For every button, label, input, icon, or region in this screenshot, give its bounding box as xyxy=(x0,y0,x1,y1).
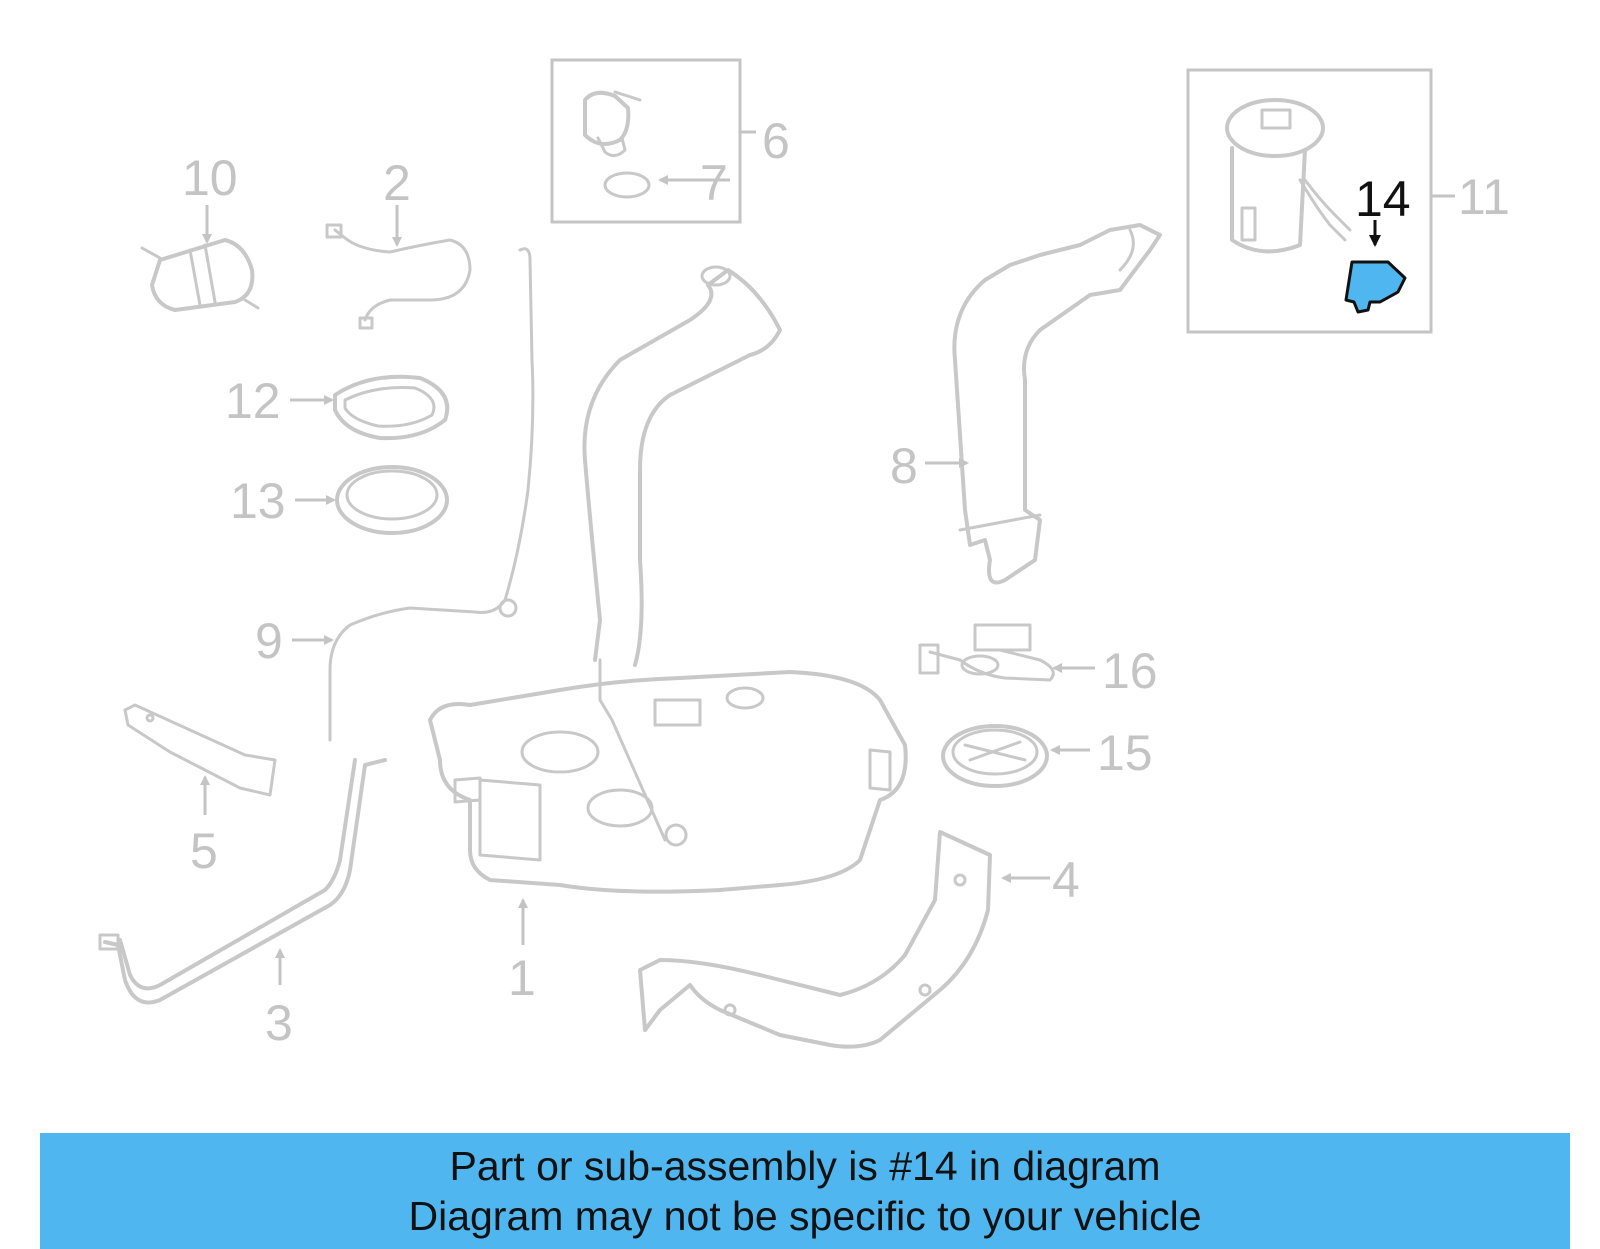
callout-4: 4 xyxy=(1052,852,1080,908)
callout-15: 15 xyxy=(1097,725,1153,781)
part-9-vent-line[interactable] xyxy=(328,247,535,742)
banner-line-2: Diagram may not be specific to your vehi… xyxy=(408,1193,1202,1239)
part-10-fuel-filter[interactable] xyxy=(140,238,260,312)
part-16-harness[interactable] xyxy=(918,623,1055,682)
leader-lines xyxy=(200,130,1455,985)
callout-12: 12 xyxy=(225,373,281,429)
callout-16: 16 xyxy=(1102,643,1158,699)
part-3-tank-strap[interactable] xyxy=(98,758,387,1005)
callout-7: 7 xyxy=(700,155,728,211)
part-4-bracket[interactable] xyxy=(638,830,992,1049)
callout-13: 13 xyxy=(230,473,286,529)
banner-line-1: Part or sub-assembly is #14 in diagram xyxy=(449,1143,1161,1189)
part-8-filler-pipe[interactable] xyxy=(952,223,1162,585)
callout-labels: 10 2 12 13 9 5 3 1 4 15 16 8 6 7 11 14 xyxy=(182,113,1510,1051)
part-6-fuel-cap[interactable] xyxy=(583,90,642,157)
callout-9: 9 xyxy=(255,613,283,669)
callout-8: 8 xyxy=(890,438,918,494)
filler-neck-tube xyxy=(582,265,782,842)
callout-6: 6 xyxy=(762,113,790,169)
part-12-lock-ring[interactable] xyxy=(333,374,450,441)
callout-2: 2 xyxy=(383,155,411,211)
callout-14: 14 xyxy=(1355,171,1411,227)
callout-5: 5 xyxy=(190,823,218,879)
part-1-fuel-tank[interactable] xyxy=(428,670,908,894)
inset-box-11 xyxy=(1186,68,1433,334)
part-15-cover[interactable] xyxy=(941,724,1049,788)
part-14-highlighted[interactable] xyxy=(1344,220,1407,314)
part-13-seal[interactable] xyxy=(335,465,449,535)
callout-3: 3 xyxy=(265,995,293,1051)
callout-10: 10 xyxy=(182,150,238,206)
info-banner: Part or sub-assembly is #14 in diagram D… xyxy=(40,1133,1570,1249)
part-2-sensor-wire[interactable] xyxy=(325,223,472,330)
callout-1: 1 xyxy=(508,950,536,1006)
part-5-shield[interactable] xyxy=(123,703,277,797)
callout-11: 11 xyxy=(1458,169,1510,225)
part-7-oring[interactable] xyxy=(603,171,651,199)
part-11-fuel-pump-module[interactable] xyxy=(1225,98,1352,254)
inset-box-6-7 xyxy=(550,58,742,224)
